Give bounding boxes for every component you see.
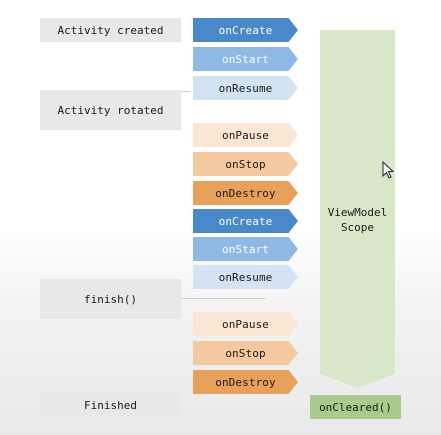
callback-onstop: onStop — [193, 152, 298, 176]
callback-onstop: onStop — [193, 341, 298, 365]
state-label: finish() — [84, 292, 137, 306]
scope-label-line: ViewModel — [327, 206, 388, 219]
viewmodel-scope-label: ViewModel Scope — [320, 205, 395, 235]
state-activity-rotated: Activity rotated — [40, 90, 181, 130]
state-finish: finish() — [40, 279, 181, 319]
state-label: Finished — [84, 398, 137, 412]
separator-line — [181, 298, 266, 299]
callback-label: onStop — [225, 157, 266, 171]
callback-label: onDestroy — [215, 186, 276, 200]
oncleared-box: onCleared() — [310, 395, 401, 419]
oncleared-label: onCleared() — [319, 400, 392, 414]
callback-onresume: onResume — [193, 76, 298, 100]
callback-label: onResume — [218, 270, 273, 284]
callback-oncreate: onCreate — [193, 209, 298, 233]
callback-label: onStop — [225, 346, 266, 360]
mouse-cursor-icon — [382, 161, 394, 179]
callback-label: onPause — [221, 128, 270, 142]
callback-oncreate: onCreate — [193, 18, 298, 42]
callback-label: onResume — [218, 81, 273, 95]
callback-onstart: onStart — [193, 47, 298, 71]
state-label: Activity created — [57, 23, 164, 37]
state-finished: Finished — [40, 393, 181, 417]
callback-onpause: onPause — [193, 123, 298, 147]
callback-label: onCreate — [218, 23, 273, 37]
callback-onpause: onPause — [193, 312, 298, 336]
callback-label: onCreate — [218, 214, 273, 228]
callback-ondestroy: onDestroy — [193, 181, 298, 205]
state-label: Activity rotated — [57, 103, 164, 117]
scope-label-line: Scope — [340, 221, 375, 234]
callback-onresume: onResume — [193, 265, 298, 289]
callback-label: onStart — [221, 52, 270, 66]
callback-label: onDestroy — [215, 375, 276, 389]
callback-ondestroy: onDestroy — [193, 370, 298, 394]
callback-label: onStart — [221, 242, 270, 256]
viewmodel-scope-bar — [320, 30, 395, 388]
state-activity-created: Activity created — [40, 18, 181, 42]
callback-onstart: onStart — [193, 237, 298, 261]
callback-label: onPause — [221, 317, 270, 331]
